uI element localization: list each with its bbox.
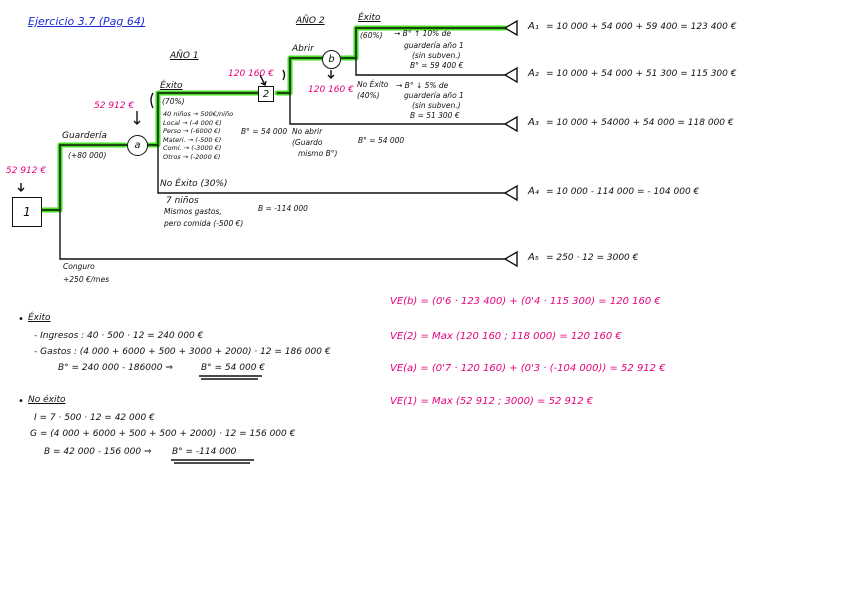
arrow-node-b [327,70,335,79]
bracket-node-a [150,92,154,109]
node-a-value: 52 912 € [94,101,135,111]
terminal-node [503,66,518,84]
branch-conguro [59,210,505,260]
node-2-value: 120 160 € [228,69,274,79]
noexito-detail: 7 niños [166,196,199,206]
arrow-node-a [133,111,141,125]
notes-b-exito-result: B° = 54 000 € [201,363,266,373]
exercise-title: Ejercicio 3.7 (Pag 64) [28,15,146,28]
root-value: 52 912 € [6,166,47,176]
branch-exito [148,92,258,146]
outcome-label: A₁ [528,21,539,32]
bullet-exito: • [18,314,24,325]
exito-detail-line: Comi. → (-3000 €) [163,144,222,152]
exito-prob: (70%) [162,97,185,106]
ve-a: VE(a) = (0'7 · 120 160) + (0'3 · (-104 0… [390,363,666,374]
noexito2-label: No Éxito [357,80,389,89]
terminal-node [503,184,518,202]
outcome-label: A₂ [528,68,539,79]
ve-b: VE(b) = (0'6 · 123 400) + (0'4 · 115 300… [390,296,661,307]
noabrir-b: B° = 54 000 [358,136,405,145]
exito-details: 40 niños → 500€/niño Local → (-4 000 €) … [163,111,233,162]
terminal-node [503,19,518,37]
bracket-node-2 [282,69,286,81]
exito2-prob: (60%) [360,31,383,40]
terminal-node [503,115,518,133]
exito-detail-line: Perso → (-6000 €) [163,127,221,135]
outcome-expression: = 10 000 + 54 000 + 51 300 = 115 300 € [546,69,737,79]
conguro-label: Conguro [63,262,95,271]
guarderia-cost: (+80 000) [68,151,107,160]
noabrir-label: mismo B°) [298,149,338,158]
notes-noexito-title: No éxito [28,395,66,405]
branch-abrir [277,57,322,94]
notes-i-line: I = 7 · 500 · 12 = 42 000 € [34,413,155,423]
bullet-noexito: • [18,396,24,407]
outcome-label: A₃ [528,117,539,128]
chance-node-b: b [322,50,341,69]
outcome-label: A₄ [528,186,539,197]
noexito-detail: pero comida (-500 €) [164,219,244,228]
exito-detail-line: 40 niños → 500€/niño [163,110,234,118]
noabrir-label: (Guardo [292,138,323,147]
outcome-expression: = 250 · 12 = 3000 € [546,253,639,263]
branch-noexito2 [355,58,505,76]
noexito-label: No Éxito (30%) [160,179,228,189]
noexito2-note: (sin subven.) [412,101,461,110]
ve-1: VE(1) = Max (52 912 ; 3000) = 52 912 € [390,396,594,407]
notes-exito-title: Éxito [28,313,51,323]
exito2-note: guardería año 1 [404,41,464,50]
year-2-label: AÑO 2 [296,16,325,26]
outcome-expression: = 10 000 + 54 000 + 59 400 = 123 400 € [546,22,737,32]
exito-detail-line: Otros → (-2000 €) [163,152,221,161]
exito2-note: B° = 59 400 € [410,61,464,70]
outcome-expression: = 10 000 + 54000 + 54 000 = 118 000 € [546,118,734,128]
notes-gastos: - Gastos : (4 000 + 6000 + 500 + 3000 + … [34,347,331,357]
exito2-note: → B° ↑ 10% de [394,29,452,38]
outcome-label: A₅ [528,252,539,263]
underline-b-noexito [171,459,254,464]
exito2-label: Éxito [358,13,381,23]
arrow-root [17,183,25,192]
noexito-detail: Mismos gastos, [164,207,222,216]
noexito-b: B = -114 000 [258,204,308,213]
branch-noabrir [289,93,505,125]
branch-noexito [157,145,505,194]
notes-g-line: G = (4 000 + 6000 + 500 + 500 + 2000) · … [30,429,296,439]
notes-b-noexito-result: B° = -114 000 [172,447,237,457]
abrir-label: Abrir [292,44,314,54]
exito-detail-line: Materi. → (-500 €) [163,135,222,144]
decision-node-2: 2 [258,86,274,102]
decision-node-1: 1 [12,197,42,227]
branch-guarderia [40,144,127,211]
outcome-expression: = 10 000 - 114 000 = - 104 000 € [546,187,700,197]
ve-2: VE(2) = Max (120 160 ; 118 000) = 120 16… [390,331,622,342]
terminal-node [503,250,518,268]
noexito2-note: → B° ↓ 5% de [396,81,449,90]
notes-ingresos: - Ingresos : 40 · 500 · 12 = 240 000 € [34,331,204,341]
noexito2-prob: (40%) [357,91,380,100]
noabrir-label: No abrir [292,127,323,136]
noexito2-note: B = 51 300 € [410,111,460,120]
chance-node-a: a [127,135,148,156]
exito-detail-line: Local → (-4 000 €) [163,118,222,127]
notes-b-exito-pre: B° = 240 000 - 186000 ⇒ [58,363,173,373]
exito2-note: (sin subven.) [412,51,461,60]
exito-b: B° = 54 000 [241,127,288,136]
underline-b-exito [199,375,262,380]
noexito2-note: guardería año 1 [404,91,464,100]
exito-label: Éxito [160,81,183,91]
conguro-detail: +250 €/mes [63,275,110,284]
year-1-label: AÑO 1 [170,51,199,61]
arrow-node-2 [259,74,267,87]
notes-b-noexito-pre: B = 42 000 - 156 000 ⇒ [44,447,152,457]
node-b-value: 120 160 € [308,85,354,95]
guarderia-label: Guardería [62,131,107,141]
branch-exito2 [341,27,505,59]
